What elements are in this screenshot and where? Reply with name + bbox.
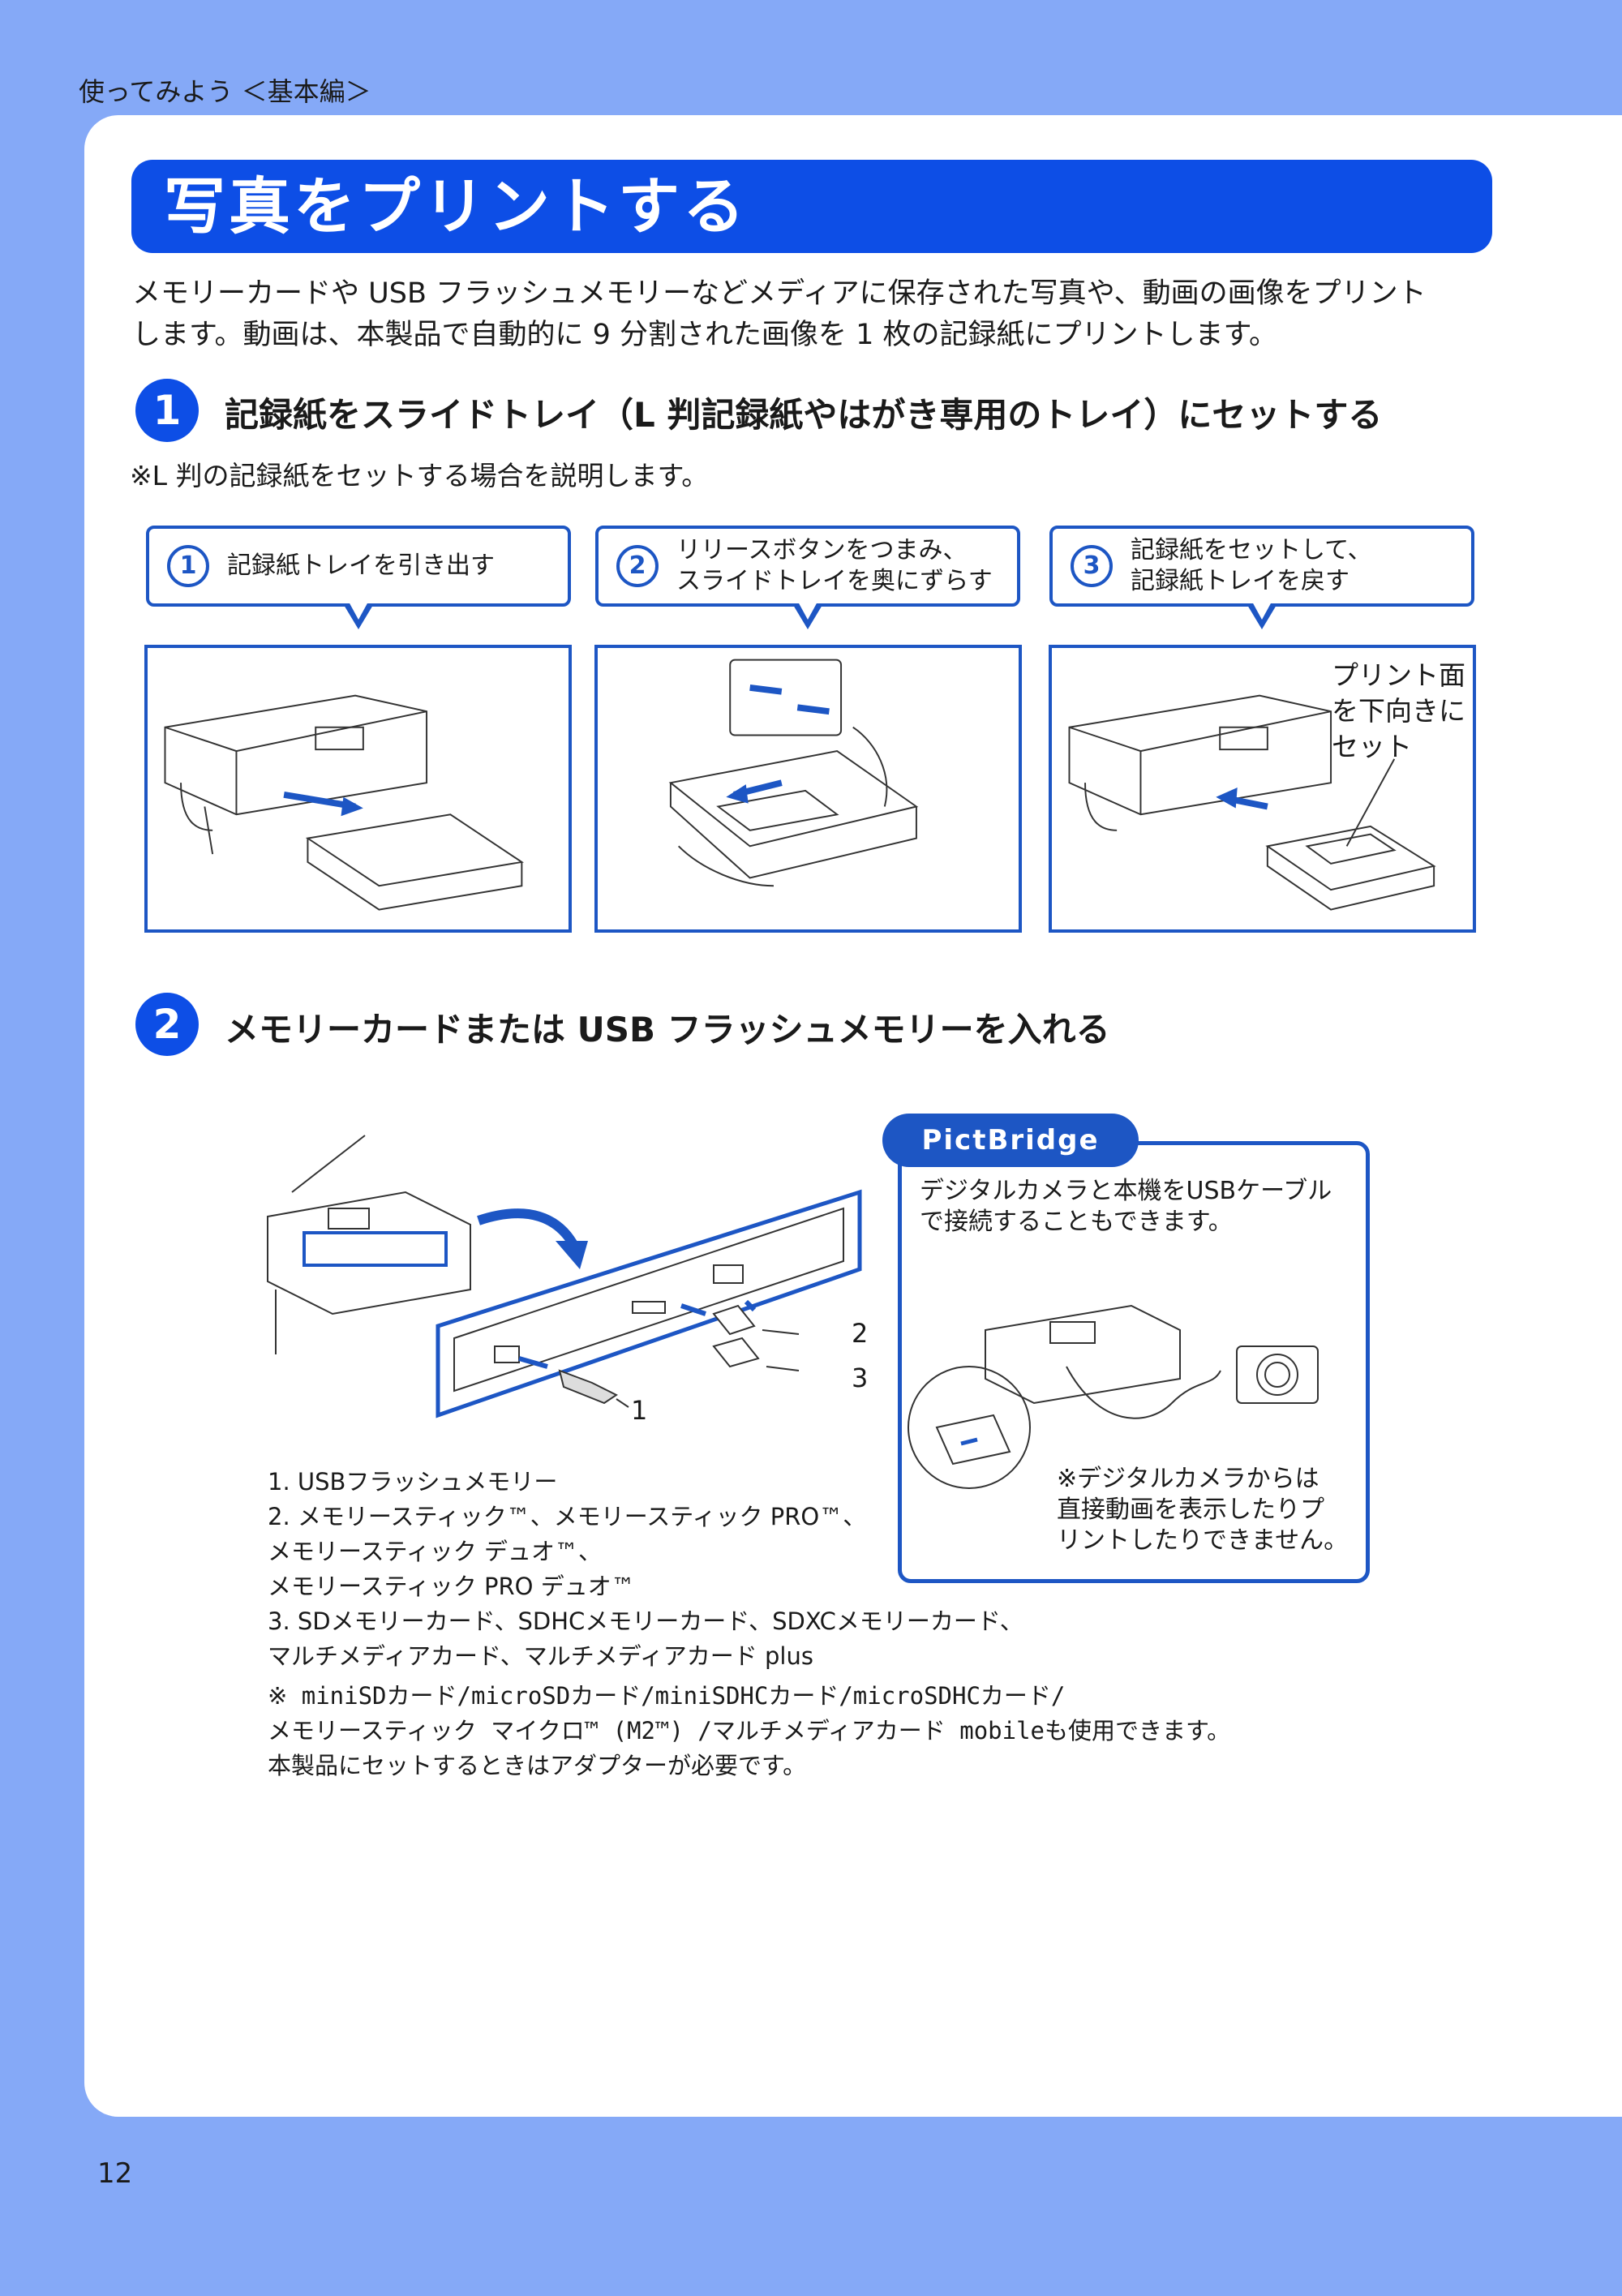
- substep-3-text: 記録紙をセットして、 記録紙トレイを戻す: [1131, 536, 1372, 595]
- intro-text: メモリーカードや USB フラッシュメモリーなどメディアに保存された写真や、動画…: [132, 273, 1511, 356]
- media-item-2: 2. メモリースティック™、メモリースティック PRO™、 メモリースティック …: [268, 1503, 867, 1600]
- substep-2-text: リリースボタンをつまみ、 スライドトレイを奥にずらす: [676, 536, 993, 595]
- step2-number: 2: [135, 993, 199, 1056]
- substep-1-number: 1: [167, 545, 209, 587]
- section-header: 使ってみよう ＜基本編＞: [79, 76, 371, 107]
- illustration-slide-tray: [594, 645, 1022, 933]
- pictbridge-tab: PictBridge: [882, 1114, 1139, 1167]
- pictbridge-text: デジタルカメラと本機をUSBケーブル で接続することもできます。: [920, 1177, 1332, 1236]
- substep-2-number: 2: [616, 545, 659, 587]
- substep-3-number: 3: [1071, 545, 1113, 587]
- pictbridge-drawing: [908, 1304, 1319, 1489]
- intro-line-1: メモリーカードや USB フラッシュメモリーなどメディアに保存された写真や、動画…: [132, 277, 1427, 310]
- print-side-label: プリント面 を下向きに セット: [1332, 659, 1465, 762]
- media-slot-drawing: [267, 1135, 862, 1418]
- substep-3-bubble: 3 記録紙をセットして、 記録紙トレイを戻す: [1049, 526, 1474, 629]
- adapter-note: ※ miniSDカード/microSDカード/miniSDHCカード/micro…: [268, 1682, 1231, 1779]
- callout-1: 1: [631, 1395, 648, 1426]
- page-number: 12: [97, 2157, 133, 2190]
- substep-1-bubble: 1 記録紙トレイを引き出す: [146, 526, 571, 629]
- step1-title: 記録紙をスライドトレイ（L 判記録紙やはがき専用のトレイ）にセットする: [225, 395, 1383, 435]
- slide-tray-drawing: [668, 659, 919, 887]
- step2-title: メモリーカードまたは USB フラッシュメモリーを入れる: [225, 1010, 1110, 1049]
- callout-2: 2: [852, 1318, 869, 1349]
- illustration-return-tray: プリント面 を下向きに セット: [1049, 645, 1476, 933]
- pictbridge-box: [898, 1141, 1370, 1583]
- step1-number: 1: [135, 379, 199, 442]
- content-panel: [84, 115, 1622, 2117]
- media-item-1: 1. USBフラッシュメモリー: [268, 1468, 558, 1496]
- step1-note: ※L 判の記録紙をセットする場合を説明します。: [130, 460, 709, 491]
- printer-tray-drawing: [164, 694, 524, 911]
- substep-2-bubble: 2 リリースボタンをつまみ、 スライドトレイを奥にずらす: [595, 526, 1020, 629]
- page-title: 写真をプリントする: [131, 160, 1492, 253]
- media-item-3: 3. SDメモリーカード、SDHCメモリーカード、SDXCメモリーカード、 マル…: [268, 1607, 1023, 1670]
- substep-1-text: 記録紙トレイを引き出す: [227, 551, 495, 580]
- intro-line-2: します。動画は、本製品で自動的に 9 分割された画像を 1 枚の記録紙にプリント…: [132, 319, 1278, 351]
- illustration-pull-tray: [144, 645, 572, 933]
- callout-3: 3: [852, 1363, 869, 1393]
- media-list: 1. USBフラッシュメモリー 2. メモリースティック™、メモリースティック …: [268, 1465, 1023, 1674]
- pictbridge-note: ※デジタルカメラからは 直接動画を表示したりプ リントしたりできません。: [1057, 1465, 1349, 1555]
- return-tray-drawing: [1068, 694, 1436, 911]
